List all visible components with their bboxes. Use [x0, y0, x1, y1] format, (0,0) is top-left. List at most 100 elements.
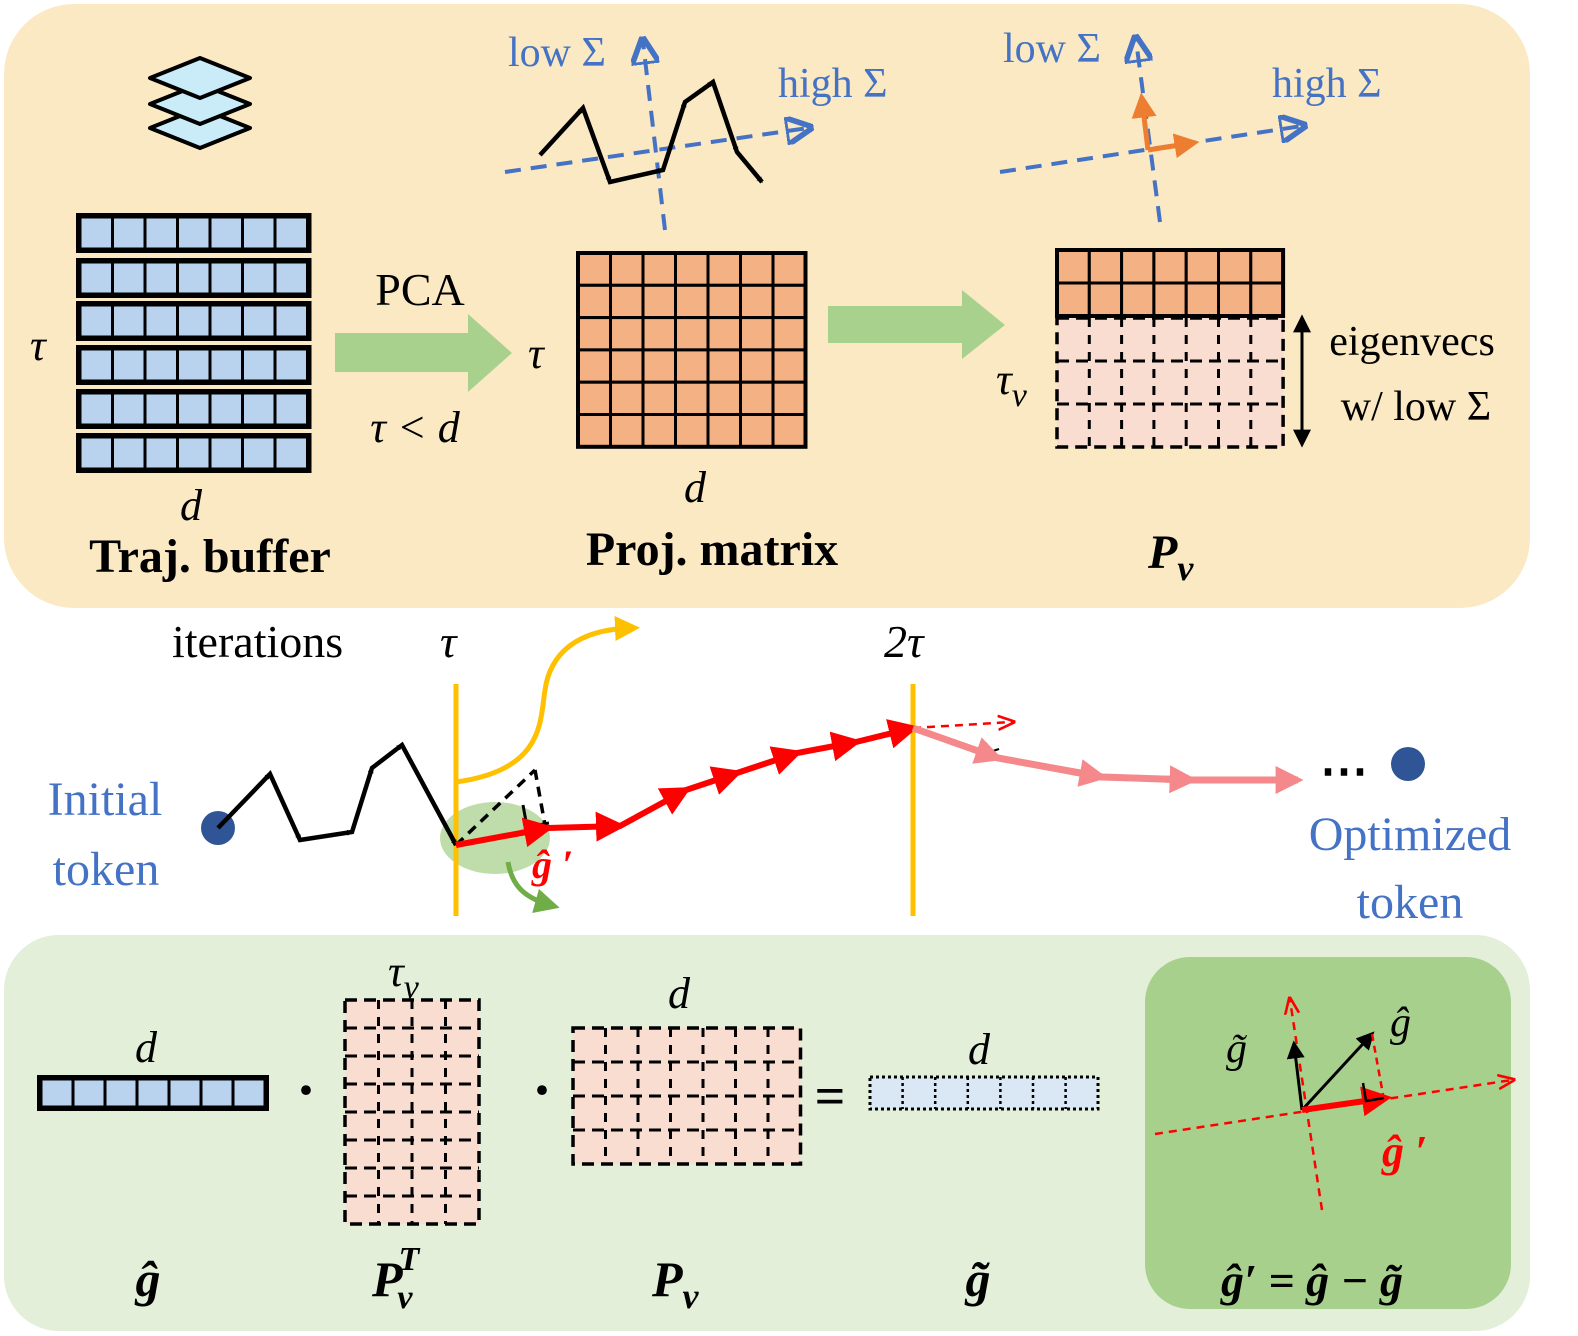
proj-cell: [674, 348, 710, 384]
pnu-cell: [1184, 248, 1220, 285]
green-curve-arrow: [505, 861, 560, 913]
buffer-row-frame: [76, 433, 312, 473]
buffer-cell: [176, 435, 212, 471]
trajectory-arrowhead: [367, 766, 374, 781]
pt-tau-label: τν: [388, 947, 420, 1006]
ellipsis: ⋯: [1320, 745, 1368, 798]
optimized-token-dot: [1391, 747, 1425, 781]
iterations-label: iterations: [172, 616, 343, 667]
trajectory-arrowhead: [445, 825, 457, 847]
buffer-caption: Traj. buffer: [89, 530, 331, 583]
pnu-caption: Pν: [1147, 526, 1194, 588]
next-projection-dashed: [912, 722, 1012, 728]
proj-cell: [674, 380, 710, 417]
next-step-arrow: [1164, 765, 1198, 794]
inset-right-angle: [1361, 1082, 1385, 1103]
proj-cell: [641, 251, 677, 287]
gtilde-frame: [868, 1075, 1100, 1111]
pnu-low-eigen-arrow: [1131, 92, 1157, 151]
buffer-d-label: d: [180, 481, 203, 530]
buffer-cell: [111, 347, 147, 383]
pnu-cell: [1217, 281, 1253, 318]
pnu2-d-label: d: [668, 969, 691, 1018]
proj-cell: [641, 348, 677, 384]
ghat-frame: [37, 1075, 269, 1111]
trajectory-arrowhead: [680, 100, 687, 116]
pnu-cell: [1055, 281, 1091, 318]
projection-matrix: [576, 251, 808, 449]
buffer-cell: [273, 435, 309, 471]
proj-cell: [771, 251, 807, 287]
trajectory-arrowhead: [731, 138, 739, 154]
pnu-high-eigen-arrow: [1147, 133, 1200, 159]
pnu-cell: [1120, 248, 1156, 285]
buffer-cell: [208, 303, 244, 339]
proj-cell: [771, 380, 807, 417]
proj-cell: [674, 251, 710, 287]
buffer-cell: [273, 303, 309, 339]
proj-cell: [706, 348, 742, 384]
label-p-nu: Pν: [651, 1251, 700, 1316]
proj-cell: [674, 283, 710, 320]
next-step-arrow: [971, 737, 1004, 764]
buffer-cell: [78, 391, 114, 427]
proj-cell: [739, 283, 775, 320]
proj-cell: [609, 348, 645, 384]
buffer-cell: [176, 347, 212, 383]
proj-cell-frame: [576, 251, 808, 449]
buffer-cell: [111, 260, 147, 296]
inset-g-tilde-arrow: [1286, 1040, 1305, 1111]
flow-arrow-2: [828, 290, 1005, 359]
label-g-tilde: g̃: [965, 1251, 991, 1307]
pnu-cell: [1249, 281, 1285, 318]
buffer-tau-label: τ: [30, 321, 48, 370]
buffer-row-frame: [76, 213, 312, 253]
proj-cell: [609, 283, 645, 320]
buffer-cell: [208, 215, 244, 251]
proj-cell: [674, 316, 710, 352]
proj-cell: [609, 316, 645, 352]
buffer-cell: [241, 347, 277, 383]
buffer-row-frame: [76, 301, 312, 341]
g-tilde-vector: [868, 1075, 1100, 1111]
projected-step-arrow: [657, 787, 692, 815]
ghat-cell: [135, 1077, 171, 1109]
buffer-cell: [208, 260, 244, 296]
proj-cell: [771, 348, 807, 384]
buffer-cell: [78, 435, 114, 471]
trajectory-arrowhead: [756, 175, 763, 183]
proj-cell: [771, 413, 807, 449]
buffer-cell: [241, 260, 277, 296]
proj-cell: [576, 380, 612, 417]
pnu2-dashed-frame: [571, 1026, 803, 1166]
projected-step-arrow: [829, 731, 862, 762]
trajectory-arrowhead: [293, 827, 301, 842]
proj-cell: [706, 413, 742, 449]
buffer-cell: [273, 215, 309, 251]
inset-panel: [1145, 957, 1511, 1309]
buffer-cell: [143, 260, 179, 296]
buffer-cell: [143, 435, 179, 471]
yellow-curve-arrow: [455, 616, 640, 785]
right-angle-mark-2: [985, 742, 1000, 754]
proj-cell: [674, 413, 710, 449]
buffer-cell: [111, 303, 147, 339]
buffer-cell: [78, 215, 114, 251]
trajectory-arrowhead: [342, 829, 354, 836]
ghat-cell: [103, 1077, 139, 1109]
next-trajectory: [911, 724, 1304, 794]
buffer-cell: [143, 391, 179, 427]
buffer-cell: [208, 347, 244, 383]
g-hat-perp-dashed: [533, 769, 547, 826]
buffer-cell: [78, 347, 114, 383]
buffer-cell: [208, 391, 244, 427]
proj-cell: [706, 283, 742, 320]
buffer-cell: [241, 215, 277, 251]
buffer-cell: [176, 215, 212, 251]
g-hat-dashed: [454, 768, 537, 847]
ghat-cell: [71, 1077, 107, 1109]
proj-high-label: high Σ: [778, 61, 888, 107]
proj-cell: [609, 251, 645, 287]
inset-g-hat-prime-label: ĝ ′: [1381, 1127, 1427, 1176]
